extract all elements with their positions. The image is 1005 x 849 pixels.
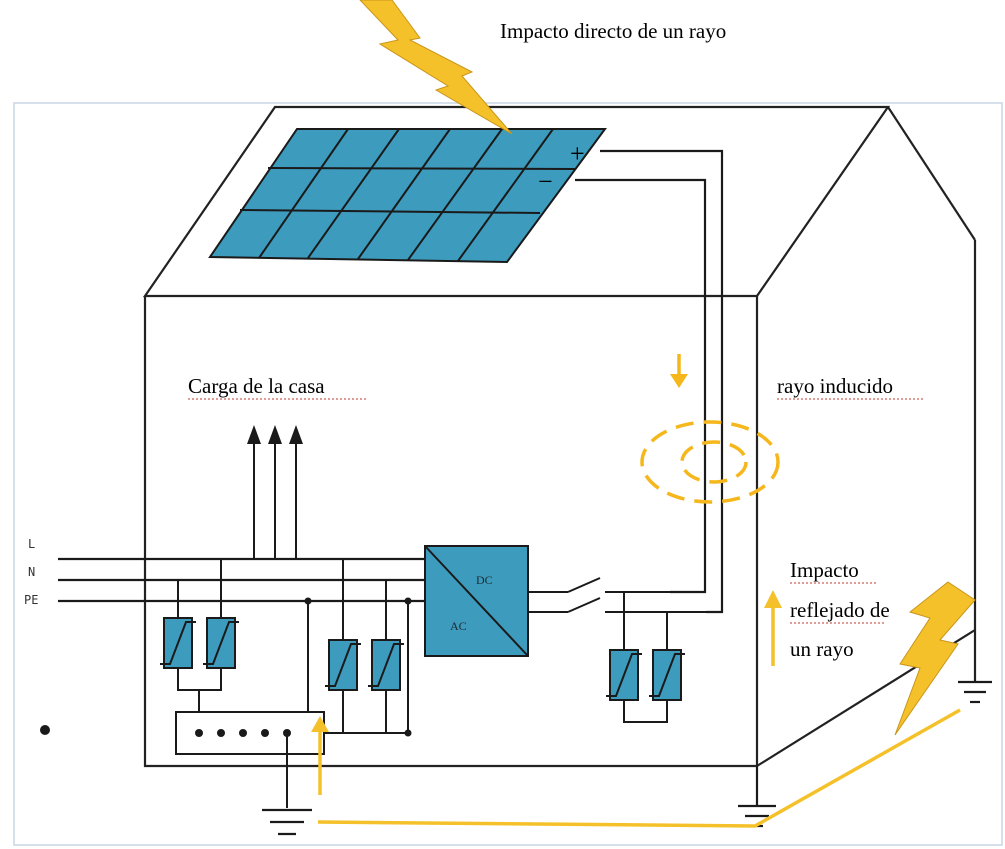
- ac-spd-group-2: [304, 559, 412, 737]
- surge-arrester: [606, 649, 642, 701]
- panel-body: [208, 128, 607, 264]
- panel-plus-sign: +: [570, 139, 585, 168]
- panel-grid: [239, 128, 576, 262]
- dc-cables: [575, 149, 724, 614]
- induced-ring-inner: [680, 440, 748, 484]
- label-reflected-line1: Impacto: [790, 558, 859, 582]
- inverter-ac-label: AC: [450, 619, 467, 633]
- lightning-bolt-reflected: [894, 581, 976, 736]
- inverter-dc-label: DC: [476, 573, 493, 587]
- label-reflected-line2: reflejado de: [790, 598, 890, 622]
- ac-spd-group-1: [160, 559, 239, 712]
- induced-arrow: [670, 354, 688, 388]
- lightning-bolt-direct: [359, 0, 513, 135]
- front-wall: [143, 296, 759, 768]
- ground-symbol-right: [958, 680, 992, 704]
- surge-arrester: [368, 639, 404, 691]
- induced-field-rings: [640, 420, 780, 504]
- surge-arrester: [203, 617, 239, 669]
- equipotential-bonding-bar: [175, 711, 325, 808]
- outer-frame: [13, 102, 1003, 846]
- dc-spd-group: [606, 592, 685, 723]
- surge-current-path: [311, 590, 961, 828]
- line-n-label: N: [28, 565, 35, 579]
- panel-minus-sign: −: [538, 167, 553, 196]
- stray-dot: [40, 725, 50, 735]
- line-l-label: L: [28, 537, 35, 551]
- induced-ring-outer: [640, 420, 780, 504]
- house-load-arrows: [247, 425, 303, 559]
- label-direct-strike: Impacto directo de un rayo: [500, 19, 726, 43]
- surge-arrester: [160, 617, 196, 669]
- dc-cable-negative: [575, 178, 707, 594]
- dc-cable-positive: [600, 149, 724, 614]
- inverter: DC AC: [424, 545, 529, 657]
- roof-right-slope: [887, 106, 976, 241]
- surge-arrester: [325, 639, 361, 691]
- surge-arrester: [649, 649, 685, 701]
- ground-symbol-left: [262, 808, 312, 836]
- label-house-load: Carga de la casa: [188, 374, 325, 398]
- label-reflected-line3: un rayo: [790, 637, 854, 661]
- ac-lines: L N PE: [24, 537, 425, 607]
- label-induced: rayo inducido: [777, 374, 893, 398]
- line-pe-label: PE: [24, 593, 38, 607]
- solar-panel: + −: [208, 128, 607, 264]
